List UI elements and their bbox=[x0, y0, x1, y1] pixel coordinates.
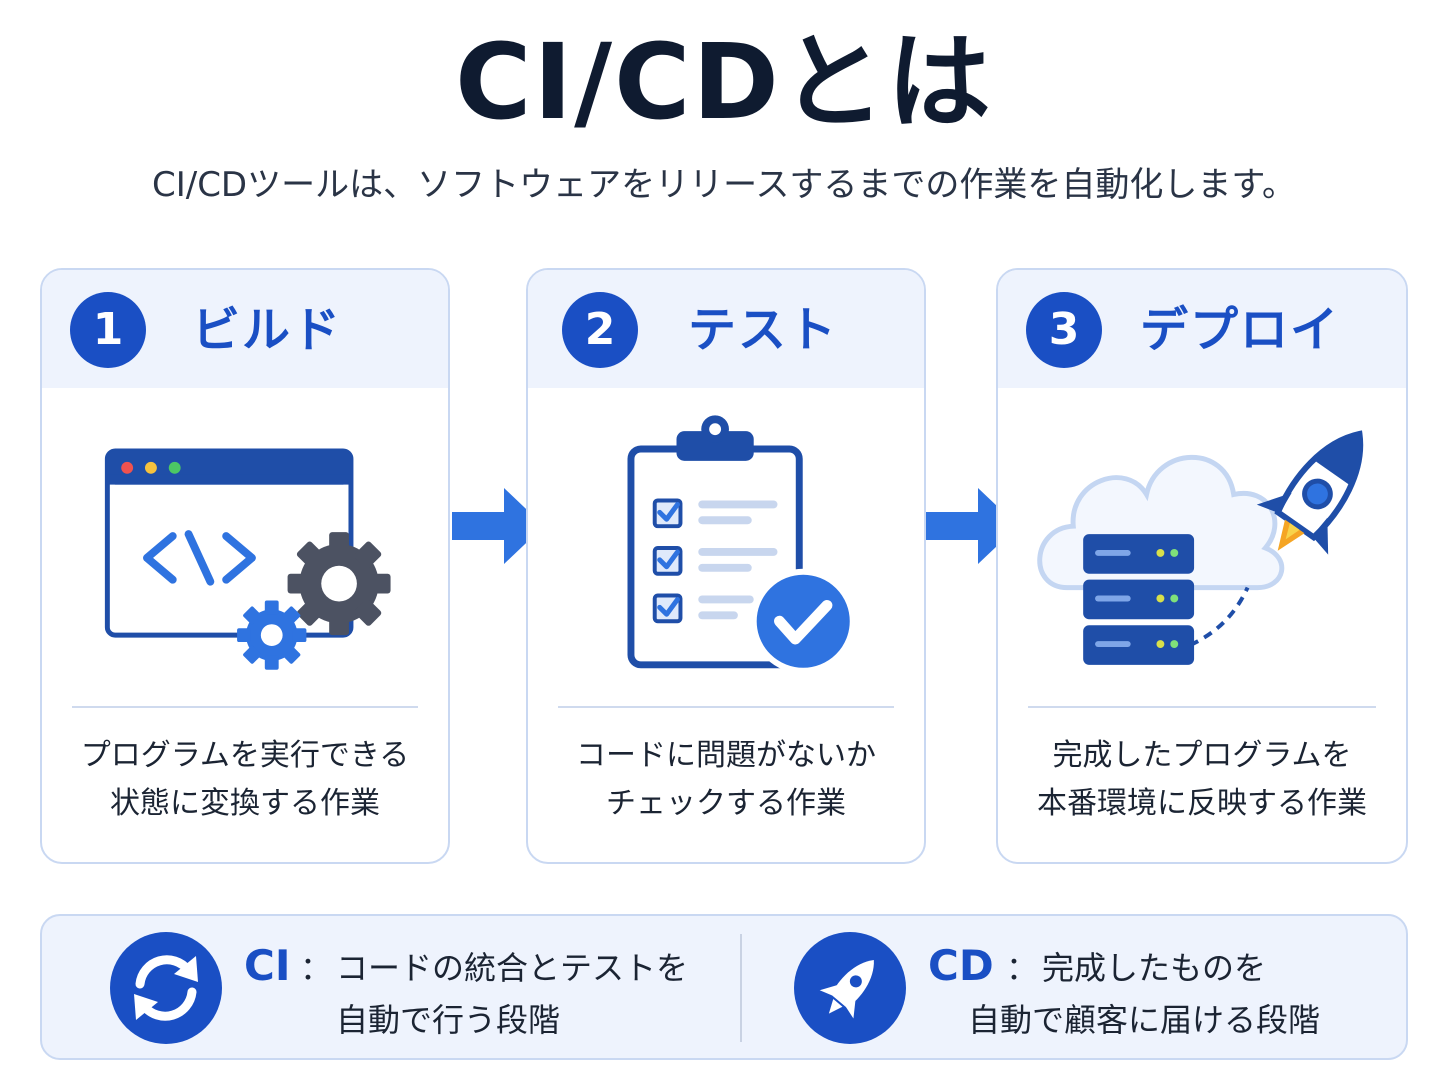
sync-arrows-icon bbox=[110, 932, 222, 1044]
step-card-header: 1 ビルド bbox=[42, 270, 448, 388]
step-title: デプロイ bbox=[1140, 302, 1341, 358]
ci-separator: ： bbox=[300, 949, 333, 987]
card-divider bbox=[1028, 706, 1376, 708]
step-card-deploy: 3 デプロイ bbox=[996, 268, 1408, 864]
cd-separator: ： bbox=[1006, 949, 1039, 987]
step-number-badge: 3 bbox=[1026, 292, 1102, 368]
ci-description-line1: コードの統合とテストを bbox=[336, 949, 689, 987]
step-description: コードに問題がないか チェックする作業 bbox=[576, 738, 876, 821]
step-card-test: 2 テスト bbox=[526, 268, 926, 864]
step-card-build: 1 ビルド bbox=[40, 268, 450, 864]
clipboard-checklist-icon bbox=[528, 388, 924, 704]
flow-arrow-icon bbox=[924, 484, 1020, 568]
step-description: 完成したプログラムを 本番環境に反映する作業 bbox=[1037, 738, 1367, 821]
card-divider bbox=[558, 706, 894, 708]
ci-description-line2: 自動で行う段階 bbox=[336, 1001, 561, 1039]
card-divider bbox=[72, 706, 418, 708]
step-card-header: 3 デプロイ bbox=[998, 270, 1406, 388]
summary-divider bbox=[740, 934, 742, 1042]
cd-label: CD bbox=[928, 941, 994, 990]
step-number-badge: 1 bbox=[70, 292, 146, 368]
cloud-server-rocket-icon bbox=[998, 388, 1406, 704]
step-title: ビルド bbox=[192, 302, 343, 358]
cd-description-line1: 完成したものを bbox=[1042, 949, 1267, 987]
flow-arrow-icon bbox=[450, 484, 546, 568]
cd-description-line2: 自動で顧客に届ける段階 bbox=[968, 1001, 1321, 1039]
page-subtitle: CI/CDツールは、ソフトウェアをリリースするまでの作業を自動化します。 bbox=[151, 165, 1297, 205]
rocket-icon bbox=[794, 932, 906, 1044]
summary-panel: CI ： コードの統合とテストを 自動で行う段階 CD ： 完成したものを 自動… bbox=[40, 914, 1408, 1060]
ci-label: CI bbox=[244, 941, 291, 990]
page-title: CI/CDとは bbox=[455, 21, 993, 143]
step-number-badge: 2 bbox=[562, 292, 638, 368]
step-title: テスト bbox=[688, 302, 839, 358]
step-description: プログラムを実行できる 状態に変換する作業 bbox=[80, 738, 410, 821]
step-card-header: 2 テスト bbox=[528, 270, 924, 388]
code-window-gears-icon bbox=[42, 388, 448, 704]
